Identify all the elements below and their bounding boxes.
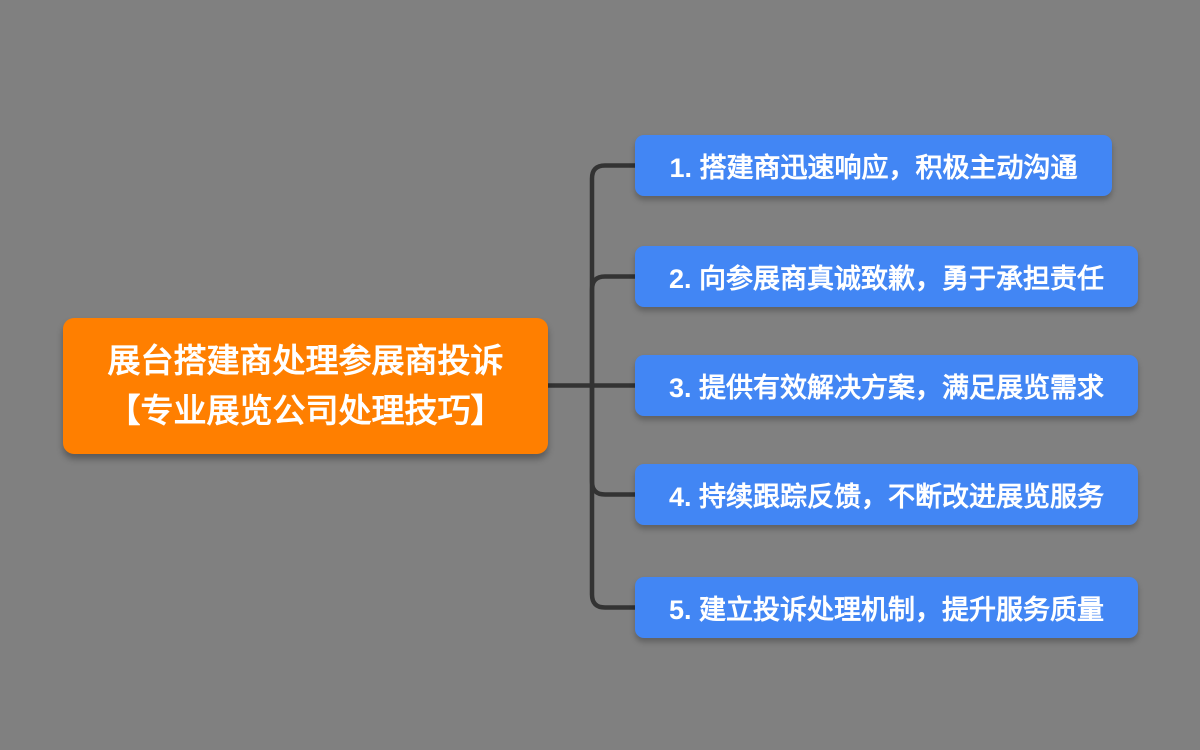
root-node[interactable]: 展台搭建商处理参展商投诉 【专业展览公司处理技巧】 [63, 318, 548, 454]
branch-node-3[interactable]: 3. 提供有效解决方案，满足展览需求 [635, 355, 1138, 416]
branch-label-3: 3. 提供有效解决方案，满足展览需求 [668, 373, 1105, 403]
connector-branch-5 [589, 385, 636, 610]
branch-node-5[interactable]: 5. 建立投诉处理机制，提升服务质量 [635, 577, 1138, 638]
branch-node-4[interactable]: 4. 持续跟踪反馈，不断改进展览服务 [635, 464, 1138, 525]
branch-label-5: 5. 建立投诉处理机制，提升服务质量 [668, 595, 1105, 625]
branch-label-1: 1. 搭建商迅速响应，积极主动沟通 [669, 153, 1078, 183]
branch-label-4: 4. 持续跟踪反馈，不断改进展览服务 [668, 482, 1105, 512]
connector-branch-4 [589, 385, 636, 497]
branch-node-1[interactable]: 1. 搭建商迅速响应，积极主动沟通 [635, 135, 1112, 196]
connector-branch-2 [589, 274, 636, 386]
root-title-line2: 【专业展览公司处理技巧】 [107, 392, 504, 429]
branch-node-2[interactable]: 2. 向参展商真诚致歉，勇于承担责任 [635, 246, 1138, 307]
branch-label-2: 2. 向参展商真诚致歉，勇于承担责任 [668, 264, 1105, 294]
connector-branch-1 [589, 163, 636, 386]
root-title-line1: 展台搭建商处理参展商投诉 [107, 342, 504, 379]
